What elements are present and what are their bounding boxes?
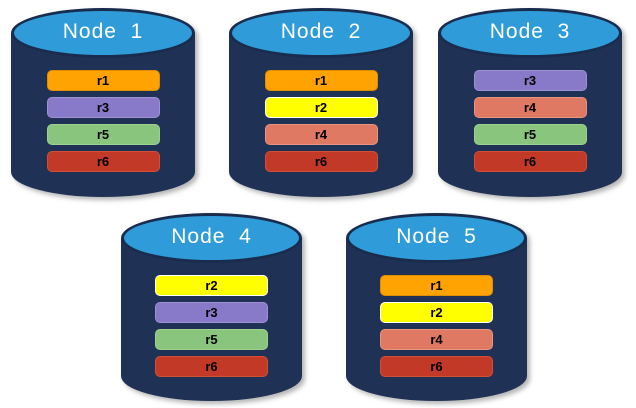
- node-cylinder-2: Node 2 r1 r2 r4 r6: [229, 8, 413, 197]
- replica-bar: r4: [380, 329, 493, 350]
- cylinder-top: Node 4: [121, 213, 302, 263]
- node-title: Node 3: [489, 20, 571, 43]
- replica-bar: r6: [155, 356, 268, 377]
- replica-bar: r4: [264, 124, 378, 145]
- replica-bar: r2: [264, 97, 378, 118]
- replica-list: r3 r4 r5 r6: [438, 70, 622, 178]
- replica-bar: r5: [155, 329, 268, 350]
- node-title: Node 4: [171, 225, 252, 248]
- replica-bar: r6: [46, 151, 160, 172]
- replica-list: r1 r2 r4 r6: [346, 275, 527, 383]
- replica-bar: r3: [46, 97, 160, 118]
- replica-bar: r6: [380, 356, 493, 377]
- cylinder-top: Node 5: [346, 213, 527, 263]
- replica-bar: r5: [46, 124, 160, 145]
- cylinder-top: Node 1: [11, 8, 195, 58]
- node-cylinder-5: Node 5 r1 r2 r4 r6: [346, 213, 527, 401]
- replica-list: r2 r3 r5 r6: [121, 275, 302, 383]
- replica-bar: r2: [380, 302, 493, 323]
- replica-bar: r3: [473, 70, 587, 91]
- replica-list: r1 r2 r4 r6: [229, 70, 413, 178]
- node-cylinder-1: Node 1 r1 r3 r5 r6: [11, 8, 195, 197]
- cylinder-top: Node 2: [229, 8, 413, 58]
- replica-bar: r4: [473, 97, 587, 118]
- replica-bar: r1: [380, 275, 493, 296]
- node-cylinder-4: Node 4 r2 r3 r5 r6: [121, 213, 302, 401]
- replica-bar: r6: [473, 151, 587, 172]
- cylinder-top: Node 3: [438, 8, 622, 58]
- replica-bar: r6: [264, 151, 378, 172]
- replica-bar: r1: [46, 70, 160, 91]
- replica-bar: r5: [473, 124, 587, 145]
- node-title: Node 1: [62, 20, 144, 43]
- node-cylinder-3: Node 3 r3 r4 r5 r6: [438, 8, 622, 197]
- replica-bar: r2: [155, 275, 268, 296]
- node-title: Node 5: [396, 225, 477, 248]
- replica-list: r1 r3 r5 r6: [11, 70, 195, 178]
- replica-bar: r3: [155, 302, 268, 323]
- node-title: Node 2: [280, 20, 362, 43]
- replica-bar: r1: [264, 70, 378, 91]
